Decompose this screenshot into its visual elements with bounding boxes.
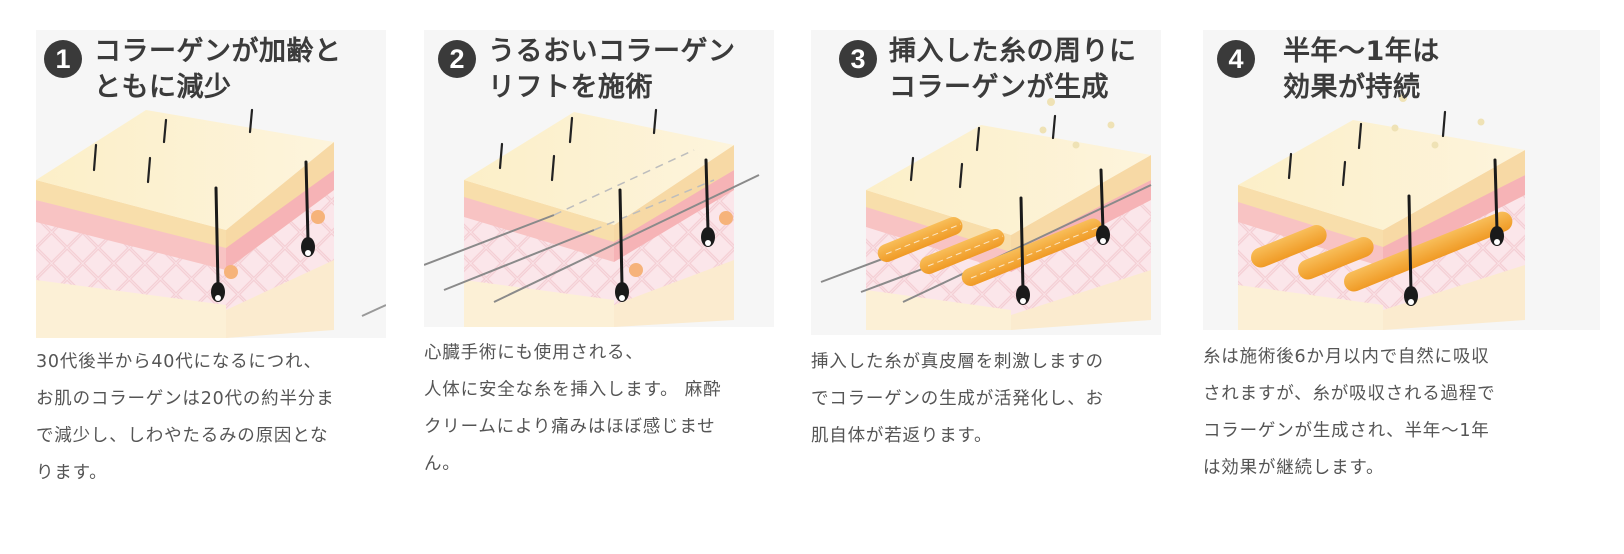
step-number-badge: 2 [438, 40, 476, 78]
step-3-heading: 3 挿入した糸の周りに コラーゲンが生成 [839, 34, 1137, 106]
skin-collagen-forming-illustration [820, 98, 1152, 330]
step-1-heading: 1 コラーゲンが加齢と ともに減少 [44, 34, 342, 106]
step-1-image-panel: 1 コラーゲンが加齢と ともに減少 [36, 30, 386, 338]
step-title: コラーゲンが加齢と ともに減少 [94, 36, 342, 103]
step-title: 挿入した糸の周りに コラーゲンが生成 [889, 36, 1137, 103]
step-4-heading: 4 半年〜1年は 効果が持続 [1217, 34, 1440, 106]
step-2-image-panel: 2 うるおいコラーゲン リフトを施術 [424, 30, 774, 327]
step-3-image-panel: 3 挿入した糸の周りに コラーゲンが生成 [811, 30, 1161, 335]
skin-collagen-lasting-illustration [1238, 94, 1525, 330]
step-2-heading: 2 うるおいコラーゲン リフトを施術 [438, 34, 736, 106]
step-3-description: 挿入した糸が真皮層を刺激しますの でコラーゲンの生成が活発化し、お 肌自体が若返… [811, 352, 1104, 446]
step-4-image-panel: 4 半年〜1年は 効果が持続 [1203, 30, 1600, 330]
step-2-description: 心臓手術にも使用される、 人体に安全な糸を挿入します。 麻酔 クリームにより痛み… [424, 343, 722, 474]
step-number-badge: 3 [839, 40, 877, 78]
step-4-description: 糸は施術後6か月以内で自然に吸収 されますが、糸が吸収される過程で コラーゲンが… [1203, 347, 1496, 478]
step-1-description: 30代後半から40代になるにつれ、 お肌のコラーゲンは20代の約半分ま で減少し… [36, 352, 335, 483]
skin-thread-insertion-illustration [424, 108, 760, 327]
step-number-badge: 1 [44, 40, 82, 78]
step-number-badge: 4 [1217, 40, 1255, 78]
step-title: うるおいコラーゲン リフトを施術 [488, 36, 736, 103]
skin-aging-illustration [36, 108, 386, 338]
step-title: 半年〜1年は 効果が持続 [1283, 36, 1440, 103]
